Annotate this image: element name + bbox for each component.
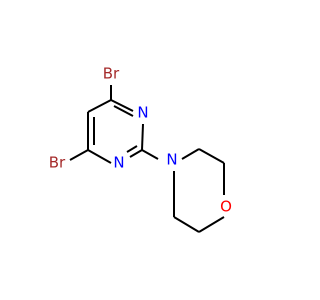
atom-br-top: Br [103,65,120,83]
atom-o-morpholine: O [220,198,232,216]
atom-n-ring-top: N [137,104,148,122]
bonds [69,85,225,233]
bond-ring-c2-n1 [129,149,143,158]
bond-morph-o-c3 [198,216,225,233]
atom-n-morpholine: N [166,151,177,169]
molecule-structure-diagram: Br Br N N N O [49,65,232,233]
bond-ring-morpholine [141,149,159,160]
bond-ring-c4-n3-double [113,105,134,117]
atom-br-left: Br [49,154,66,172]
bond-morph-c1-c2 [198,148,225,164]
bond-morph-n-c1 [181,148,200,160]
bond-ring-c5-c4 [87,99,112,113]
bond-ring-c4-n3 [110,99,134,112]
bond-morph-c3-c4 [173,216,200,233]
atom-labels: Br Br N N N O [49,65,232,216]
atom-n-ring-bottom: N [113,154,124,172]
bond-ring-n3-c2 [141,123,144,151]
bond-ring-n1-c6 [87,149,112,164]
bond-br-left [69,149,89,161]
bond-ring-c2-n1-double [126,145,138,153]
